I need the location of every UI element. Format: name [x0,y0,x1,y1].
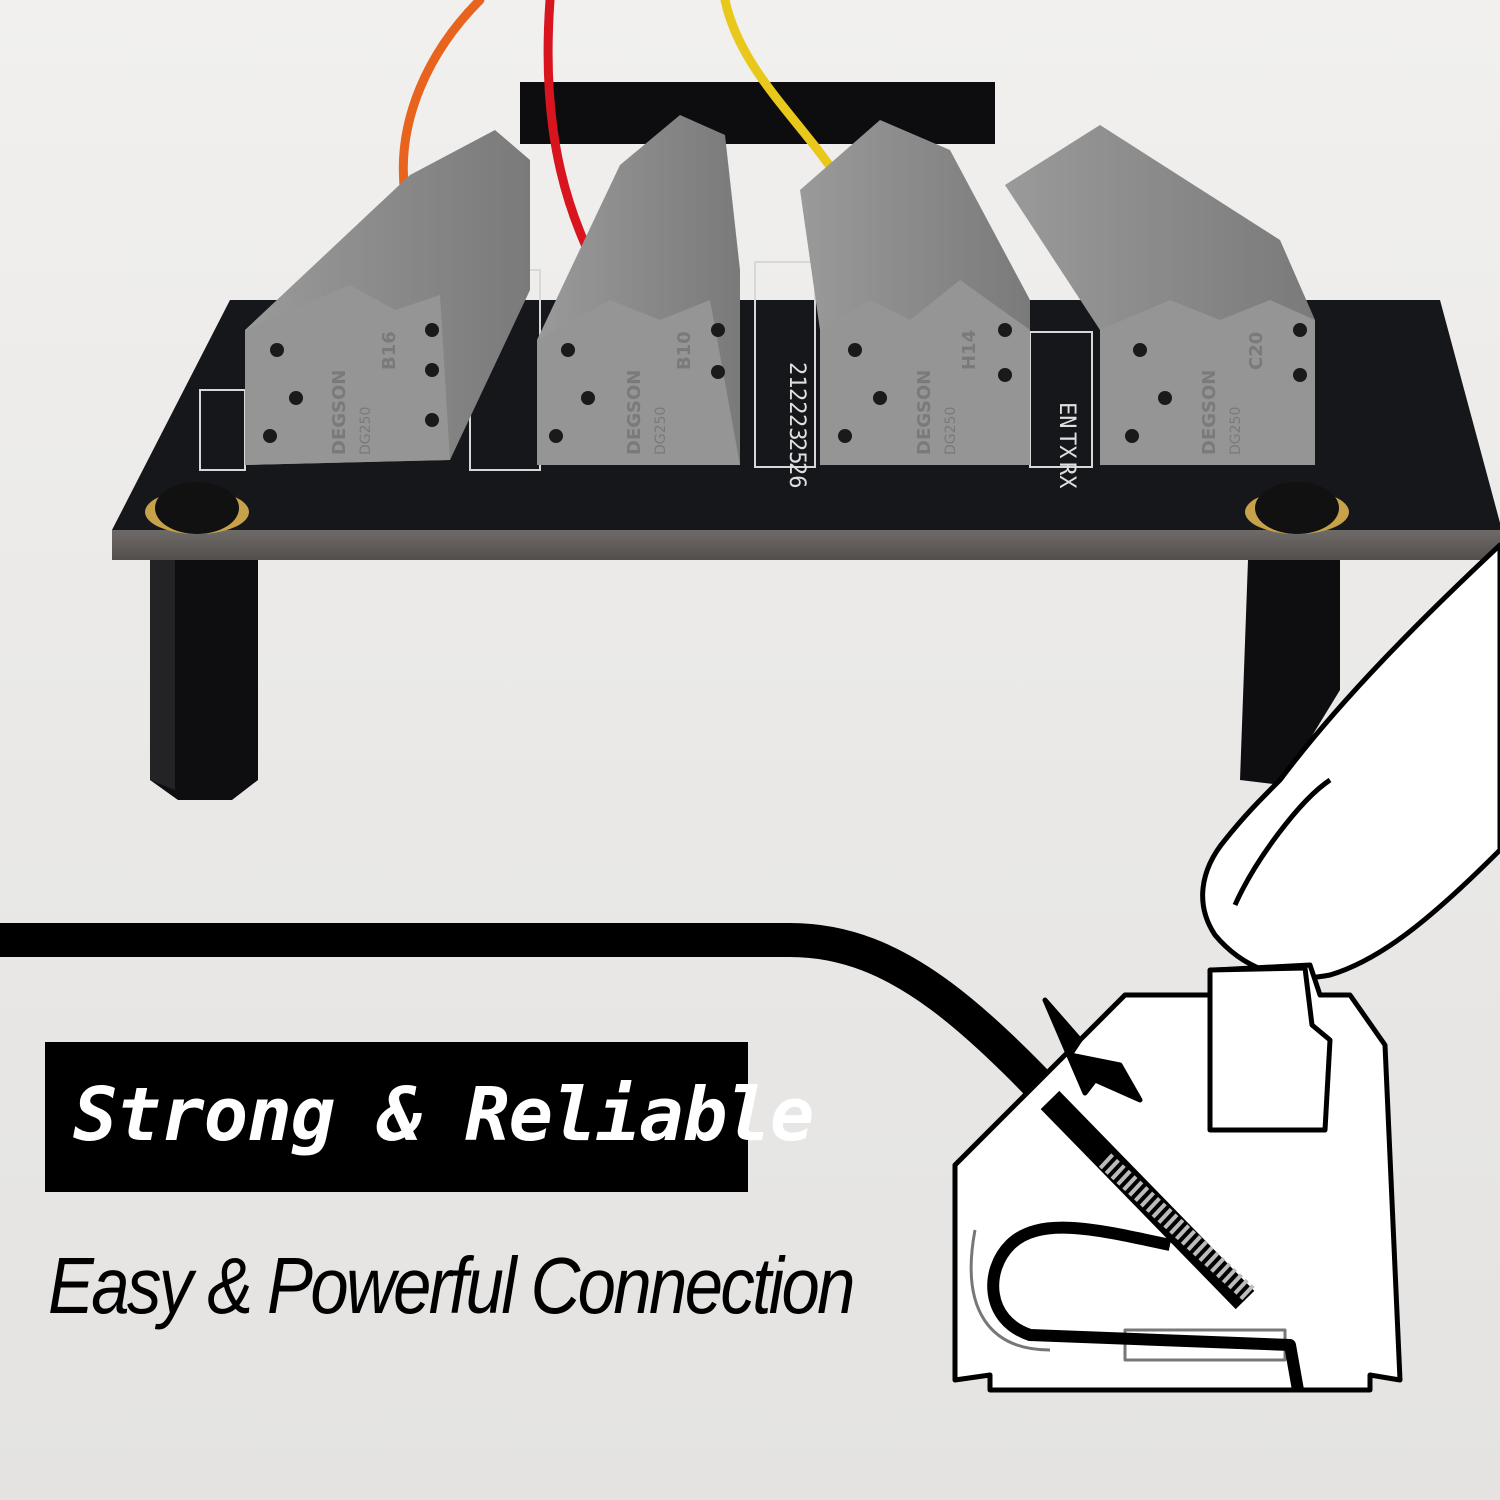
block-2-brand: DEGSON [624,370,645,455]
pin-label-26: 26 [784,462,809,489]
terminal-block-4 [1005,125,1315,465]
pin-labels: 21 22 23 25 26 EN TX RX [784,362,1079,489]
orange-wire [398,0,485,200]
block-4-brand: DEGSON [1199,370,1220,455]
pin-label-en: EN [1054,402,1079,429]
pin-label-21: 21 [784,362,809,389]
block-3-model: DG250 [943,407,959,455]
spring-clamp [987,1221,1304,1392]
terminal-block-2 [537,115,740,465]
block-2-code: B10 [674,331,695,370]
block-3-code: H14 [959,330,980,370]
pin-label-23: 23 [784,414,809,441]
mounting-screws [145,482,1349,534]
pin-label-22: 22 [784,388,809,415]
connection-diagram [952,542,1500,1393]
block-2-model: DG250 [653,407,669,455]
standoff-legs [150,560,1340,800]
block-4-model: DG250 [1228,407,1244,455]
fingernail-outline [1232,777,1332,907]
headline-text: Strong & Reliable [73,1072,814,1158]
terminal-blocks: DEGSON B16 DEGSON B10 DEGSON H14 DEGSON … [245,115,1315,465]
yellow-wire [720,0,843,183]
block-1-model: DG250 [358,407,374,455]
lever-outline [1207,965,1333,1133]
terminal-block-3 [800,120,1030,465]
hand-outline [1200,542,1500,981]
subheadline-text: Easy & Powerful Connection [48,1241,855,1330]
block-3-brand: DEGSON [914,370,935,455]
pin-label-25: 25 [784,438,809,465]
block-1-brand: DEGSON [329,370,350,455]
pin-label-rx: RX [1054,462,1079,489]
terminal-block-holes [263,323,1307,443]
insertion-arrow-icon [1042,997,1143,1103]
block-4-code: C20 [1246,332,1267,370]
headline-banner: Strong & Reliable [45,1042,814,1192]
block-1-code: B16 [379,331,400,370]
terminal-block-1 [245,130,530,465]
pin-label-tx: TX [1054,432,1079,459]
